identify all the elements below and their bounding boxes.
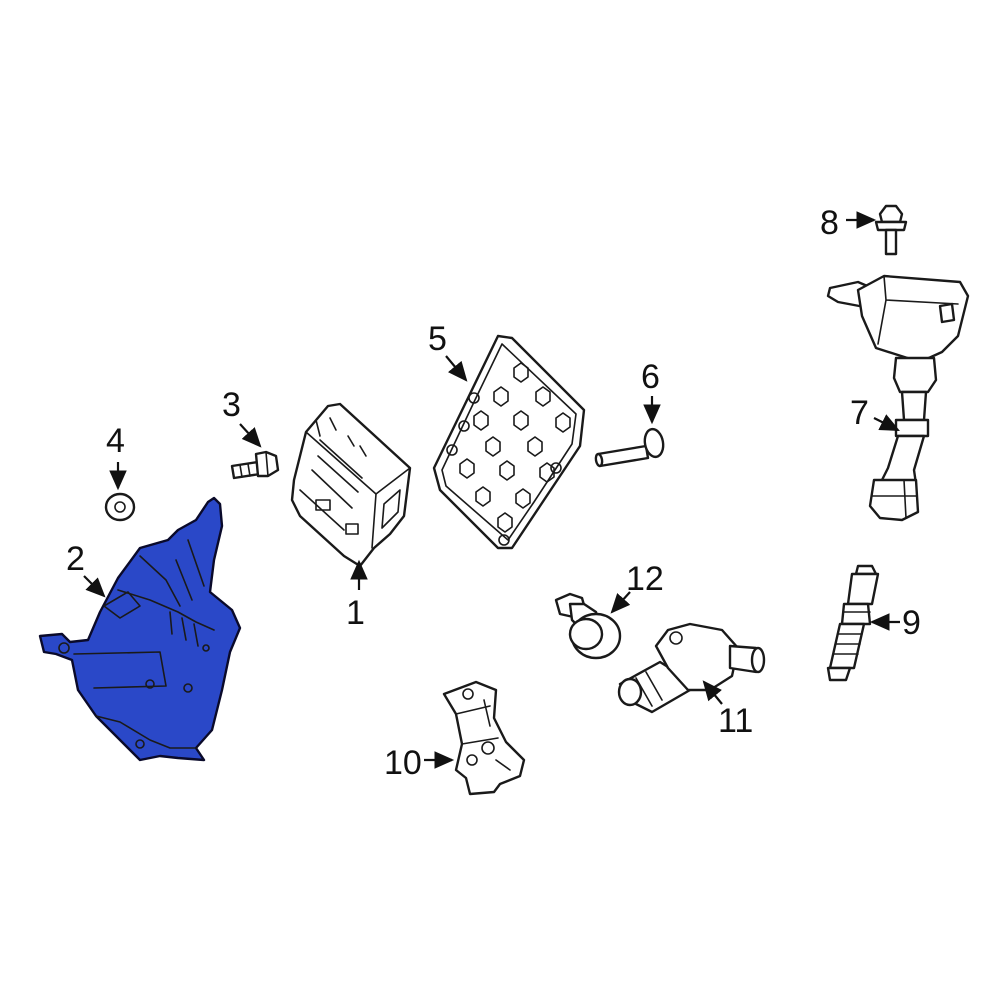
part-2-bracket[interactable] bbox=[38, 496, 242, 762]
callout-12[interactable]: 12 bbox=[626, 560, 664, 598]
callout-2[interactable]: 2 bbox=[66, 540, 85, 578]
callout-10[interactable]: 10 bbox=[384, 744, 422, 782]
part-3-bolt[interactable] bbox=[230, 450, 280, 480]
part-9-spark-plug[interactable] bbox=[826, 564, 880, 682]
callout-8[interactable]: 8 bbox=[820, 204, 839, 242]
callout-labels: 1 2 3 4 5 6 7 8 9 10 11 12 bbox=[66, 204, 921, 782]
callout-1[interactable]: 1 bbox=[346, 594, 365, 632]
callout-5[interactable]: 5 bbox=[428, 320, 447, 358]
arrow-3 bbox=[239, 423, 262, 448]
arrow-11 bbox=[702, 680, 723, 705]
callout-6[interactable]: 6 bbox=[641, 358, 660, 396]
callout-arrows bbox=[83, 211, 900, 769]
callout-9[interactable]: 9 bbox=[902, 604, 921, 642]
part-12-sensor[interactable] bbox=[554, 592, 622, 660]
callout-11[interactable]: 11 bbox=[718, 702, 753, 740]
part-7-ignition-coil[interactable] bbox=[826, 274, 970, 522]
callout-3[interactable]: 3 bbox=[222, 386, 241, 424]
callout-7[interactable]: 7 bbox=[850, 394, 869, 432]
part-5-cover[interactable] bbox=[432, 334, 586, 550]
part-1-control-module[interactable] bbox=[290, 402, 412, 568]
arrow-5 bbox=[445, 355, 468, 382]
arrow-7 bbox=[873, 414, 900, 431]
part-8-bolt[interactable] bbox=[874, 204, 908, 256]
part-11-solenoid[interactable] bbox=[617, 622, 766, 714]
callout-4[interactable]: 4 bbox=[106, 422, 125, 460]
arrow-2 bbox=[83, 575, 106, 598]
part-6-pin[interactable] bbox=[594, 427, 665, 468]
part-10-bracket[interactable] bbox=[442, 680, 526, 796]
part-4-washer[interactable] bbox=[104, 492, 136, 522]
arrow-12 bbox=[610, 591, 631, 614]
